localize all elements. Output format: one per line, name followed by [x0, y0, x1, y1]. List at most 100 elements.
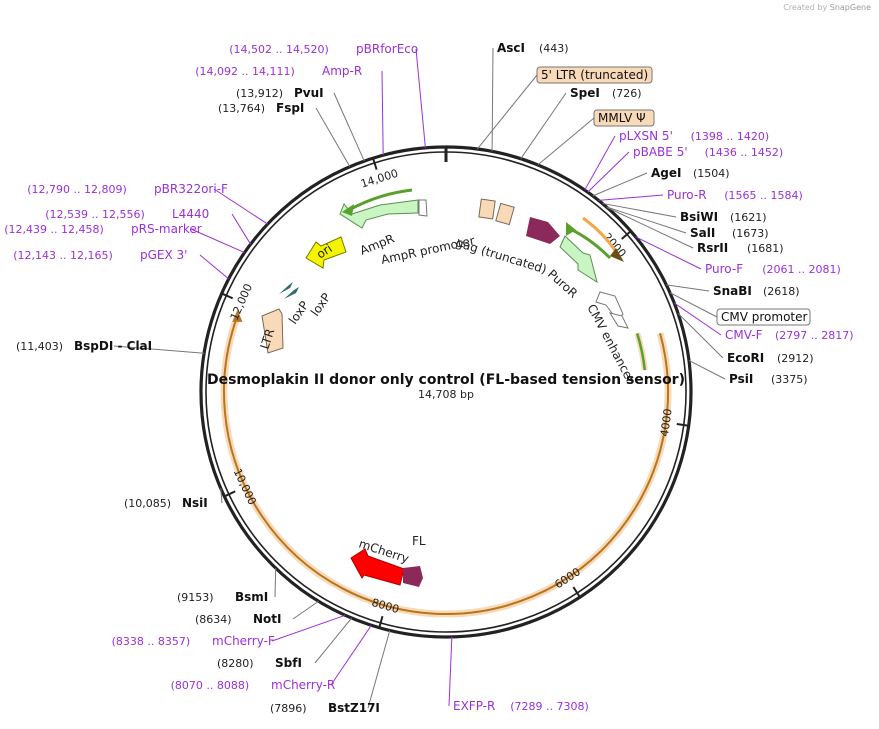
feature-box: [593, 109, 655, 127]
tick-mark: [378, 615, 384, 629]
primer-position: (12,539 .. 12,556): [45, 208, 145, 221]
primer-name: pLXSN 5': [619, 129, 673, 143]
primer-position: (8338 .. 8357): [112, 635, 191, 648]
plasmid-name: Desmoplakin II donor only control (FL-ba…: [207, 372, 685, 388]
primer-leader: [231, 213, 252, 245]
enzyme-position: (1673): [732, 227, 769, 240]
enzyme-leader: [367, 630, 391, 709]
enzyme-leader: [220, 488, 223, 504]
primer-name: Puro-F: [705, 262, 743, 276]
feature-box: [536, 66, 653, 84]
primer-name: pBR322ori-F: [154, 182, 228, 196]
tick-label: 8000: [370, 596, 400, 616]
enzyme-leader: [491, 47, 494, 152]
feature-label-ltr: LTR: [258, 327, 278, 351]
primer-leader: [448, 636, 453, 707]
primer-position: (2061 .. 2081): [762, 263, 841, 276]
feature-box-label: MMLV Ψ: [598, 111, 646, 125]
primer-leader: [673, 302, 722, 336]
primer-position: (7289 .. 7308): [510, 700, 589, 713]
primer-name: pBRforEco: [356, 42, 418, 56]
enzyme-position: (11,403): [16, 340, 63, 353]
primer-position: (2797 .. 2817): [775, 329, 854, 342]
primer-position: (1436 .. 1452): [705, 146, 784, 159]
tick-mark: [676, 423, 689, 427]
loxp-arrow-2: [284, 287, 299, 299]
enzyme-position: (443): [539, 42, 569, 55]
tick-mark: [223, 490, 236, 498]
tick-label: 4000: [658, 408, 675, 438]
credit-prefix: Created by: [783, 3, 828, 12]
enzyme-leader: [677, 312, 724, 359]
enzyme-position: (726): [612, 87, 642, 100]
primer-leader: [584, 135, 616, 191]
enzyme-position: (2618): [763, 285, 800, 298]
orange-arc-arrowhead: [232, 309, 243, 322]
loxp-arrow-1: [279, 282, 293, 294]
primer-position: (1565 .. 1584): [724, 189, 803, 202]
feature-label-puror: PuroR: [545, 267, 580, 301]
primer-leader: [587, 151, 630, 193]
feature-label-loxp-2: loxP: [308, 290, 334, 318]
primer-leader: [213, 188, 268, 225]
primer-name: pGEX 3': [140, 248, 187, 262]
feature-leader: [476, 74, 538, 150]
ori-arrow: [305, 236, 347, 269]
enzyme-name: SalI: [690, 226, 715, 240]
primer-name: Puro-R: [667, 188, 707, 202]
enzyme-position: (8280): [217, 657, 254, 670]
primer-leader: [271, 614, 346, 642]
enzyme-position: (13,764): [218, 102, 265, 115]
enzyme-leader: [292, 600, 319, 620]
enzyme-name: SpeI: [570, 86, 600, 100]
puro-f-green-arrowhead: [566, 222, 576, 236]
enzyme-leader: [315, 107, 351, 167]
snapgene-logo-text: SnapGene: [829, 3, 871, 12]
enzyme-leader: [666, 284, 710, 292]
tick-mark: [621, 230, 632, 240]
enzyme-name: PvuI: [294, 86, 324, 100]
feature-arcs: [220, 309, 672, 618]
enzyme-position: (13,912): [236, 87, 283, 100]
feature-leader: [669, 292, 718, 318]
orange-arc-glow: [220, 314, 672, 618]
enzyme-position: (1681): [747, 242, 784, 255]
enzyme-name: AscI: [497, 41, 525, 55]
ltr-5-truncated-block: [478, 198, 496, 220]
green-arc-main: [636, 332, 647, 371]
primer-position: (12,790 .. 12,809): [27, 183, 127, 196]
primer-position: (12,143 .. 12,165): [13, 249, 113, 262]
primer-position: (14,092 .. 14,111): [195, 65, 295, 78]
primer-name: L4440: [172, 207, 209, 221]
fl-arrow: [403, 566, 423, 587]
enzyme-leader: [606, 206, 687, 234]
orange-arc-main: [223, 315, 669, 615]
enzyme-name: NotI: [253, 612, 282, 626]
snapgene-credit: Created by SnapGene: [783, 3, 871, 12]
tick-label: 10,000: [231, 467, 259, 507]
enzyme-leader: [606, 207, 694, 249]
enzyme-leader: [333, 92, 365, 162]
primer-leader: [635, 236, 702, 270]
enzyme-name: EcoRI: [727, 351, 764, 365]
feature-box: [716, 308, 811, 326]
tick-mark: [572, 586, 581, 598]
enzyme-name: PsiI: [729, 372, 753, 386]
enzyme-position: (8634): [195, 613, 232, 626]
tick-mark: [372, 157, 378, 170]
enzyme-name: BsiWI: [680, 210, 718, 224]
orange-feature-arrowhead: [610, 248, 624, 262]
enzyme-name: RsrII: [697, 241, 728, 255]
enzyme-name: AgeI: [651, 166, 681, 180]
ampr-green-arc: [348, 188, 413, 212]
primer-name: mCherry-R: [271, 678, 335, 692]
ampr-promoter-arrow: [418, 199, 428, 217]
feature-label-loxp-1: loxP: [286, 298, 312, 326]
enzyme-position: (1504): [693, 167, 730, 180]
enzyme-name: FspI: [276, 101, 304, 115]
enzyme-leader: [113, 345, 205, 354]
feature-box-label: CMV promoter: [721, 310, 808, 324]
enzyme-leader: [520, 92, 567, 159]
plasmid-size: 14,708 bp: [418, 388, 474, 401]
tick-label: 14,000: [359, 167, 400, 191]
